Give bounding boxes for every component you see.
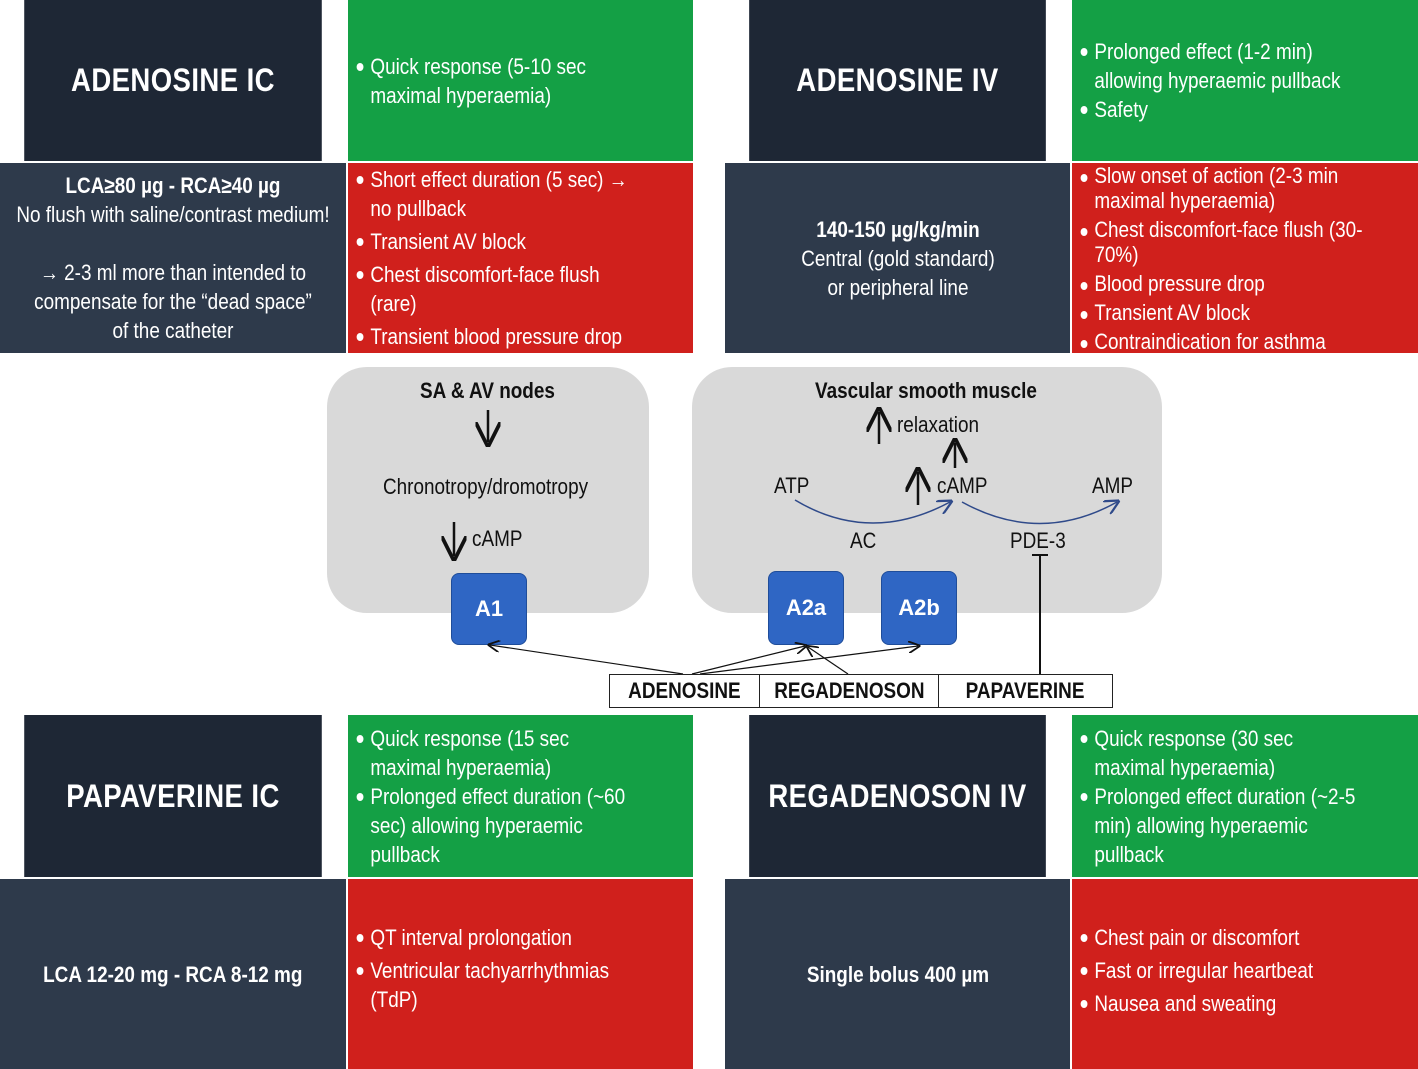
list-item: Quick response (30 sec maximal hyperaemi… — [1080, 724, 1367, 782]
atp-to-camp-arc — [794, 499, 950, 524]
adenosine-ic-title-cell: ADENOSINE IC — [24, 0, 322, 161]
adenosine-to-a1-arrow — [490, 645, 684, 675]
adenosine-ic-pros: Quick response (5-10 sec maximal hyperae… — [348, 0, 693, 161]
adenosine-ic-title: ADENOSINE IC — [71, 62, 275, 98]
drug-label: ADENOSINE — [628, 678, 741, 703]
receptor-label: A2a — [785, 595, 827, 620]
adenosine-iv-pros: Prolonged effect (1-2 min) allowing hype… — [1072, 0, 1418, 161]
adenosine-iv-dose: 140-150 µg/kg/min Central (gold standard… — [725, 163, 1070, 353]
drug-papaverine: PAPAVERINE — [938, 674, 1113, 708]
list-item: Transient blood pressure drop — [356, 322, 642, 351]
list-item: Prolonged effect duration (~2-5 min) all… — [1080, 782, 1367, 869]
list-item: Fast or irregular heartbeat — [1080, 956, 1367, 985]
camp-left-label: cAMP — [472, 526, 523, 551]
adenosine-to-a2a-arrow — [691, 646, 805, 675]
ac-label: AC — [850, 528, 877, 553]
list-item: Transient AV block — [356, 227, 642, 256]
list-item: Quick response (15 sec maximal hyperaemi… — [356, 724, 642, 782]
adenosine-ic-dose: LCA≥80 µg - RCA≥40 µg No flush with sali… — [0, 163, 346, 353]
adenosine-iv-title-cell: ADENOSINE IV — [749, 0, 1046, 161]
list-item: Ventricular tachyarrhythmias (TdP) — [356, 956, 642, 1014]
list-item: Chest discomfort-face flush (rare) — [356, 260, 642, 318]
drug-adenosine: ADENOSINE — [609, 674, 760, 708]
pde3-label: PDE-3 — [1010, 528, 1066, 553]
sa-av-nodes-label: SA & AV nodes — [420, 378, 555, 403]
dose-text: No flush with saline/contrast medium! — [16, 202, 330, 227]
dose-text: Central (gold standard) — [800, 245, 995, 271]
dose-text: LCA 12-20 mg - RCA 8-12 mg — [43, 961, 303, 987]
regadenoson-iv-title: REGADENOSON IV — [768, 777, 1027, 814]
camp-to-amp-arc — [961, 502, 1117, 525]
chronotropy-label: Chronotropy/dromotropy — [383, 474, 589, 499]
pde3-inhibition-line — [1032, 554, 1048, 674]
atp-label: ATP — [774, 473, 810, 498]
regadenoson-iv-cons: Chest pain or discomfort Fast or irregul… — [1072, 879, 1418, 1069]
relaxation-label: relaxation — [897, 412, 980, 437]
regadenoson-iv-dose: Single bolus 400 µm — [725, 879, 1070, 1069]
list-item: Slow onset of action (2-3 min maximal hy… — [1080, 163, 1367, 213]
regadenoson-to-a2a-arrow — [808, 647, 849, 675]
papaverine-ic-dose: LCA 12-20 mg - RCA 8-12 mg — [0, 879, 346, 1069]
papaverine-ic-pros: Quick response (15 sec maximal hyperaemi… — [348, 715, 693, 877]
regadenoson-iv-title-cell: REGADENOSON IV — [749, 715, 1046, 877]
papaverine-ic-cons: QT interval prolongation Ventricular tac… — [348, 879, 693, 1069]
list-item: Safety — [1080, 95, 1367, 124]
papaverine-ic-title: PAPAVERINE IC — [66, 777, 280, 814]
list-item: Chest discomfort-face flush (30-70%) — [1080, 217, 1367, 267]
camp-right-label: cAMP — [937, 473, 988, 498]
list-item: Transient AV block — [1080, 300, 1367, 325]
list-item: Blood pressure drop — [1080, 271, 1367, 296]
dose-text: 140-150 µg/kg/min — [815, 216, 980, 242]
sa-av-nodes-box — [327, 367, 649, 613]
list-item: Nausea and sweating — [1080, 989, 1367, 1018]
list-item: Quick response (5-10 sec maximal hyperae… — [356, 52, 642, 110]
receptor-label: A2b — [898, 595, 940, 620]
adenosine-iv-cons: Slow onset of action (2-3 min maximal hy… — [1072, 163, 1418, 354]
dose-text: → 2-3 ml more than intended to — [39, 260, 307, 285]
list-item: Short effect duration (5 sec) → no pullb… — [356, 165, 642, 223]
list-item: Prolonged effect duration (~60 sec) allo… — [356, 782, 642, 869]
adenosine-to-a2b-arrow — [699, 646, 918, 675]
adenosine-iv-title: ADENOSINE IV — [796, 62, 999, 98]
regadenoson-iv-pros: Quick response (30 sec maximal hyperaemi… — [1072, 715, 1418, 877]
list-item: Chest pain or discomfort — [1080, 923, 1367, 952]
dose-text: Single bolus 400 µm — [806, 961, 989, 987]
receptor-a2b: A2b — [881, 571, 957, 645]
drug-label: PAPAVERINE — [966, 678, 1085, 703]
list-item: Contraindication for asthma — [1080, 329, 1367, 354]
amp-label: AMP — [1092, 473, 1134, 498]
list-item: QT interval prolongation — [356, 923, 642, 952]
receptor-label: A1 — [474, 596, 504, 621]
drug-regadenoson: REGADENOSON — [759, 674, 939, 708]
dose-text: compensate for the “dead space” — [34, 289, 312, 314]
dose-text: or peripheral line — [827, 274, 968, 300]
vascular-smooth-muscle-label: Vascular smooth muscle — [815, 378, 1037, 403]
dose-text: LCA≥80 µg - RCA≥40 µg — [65, 173, 281, 198]
receptor-a1: A1 — [451, 573, 527, 645]
adenosine-ic-cons: Short effect duration (5 sec) → no pullb… — [348, 163, 693, 353]
drug-label: REGADENOSON — [773, 678, 925, 703]
receptor-a2a: A2a — [768, 571, 844, 645]
dose-text: of the catheter — [112, 318, 234, 343]
papaverine-ic-title-cell: PAPAVERINE IC — [24, 715, 322, 877]
list-item: Prolonged effect (1-2 min) allowing hype… — [1080, 37, 1367, 95]
